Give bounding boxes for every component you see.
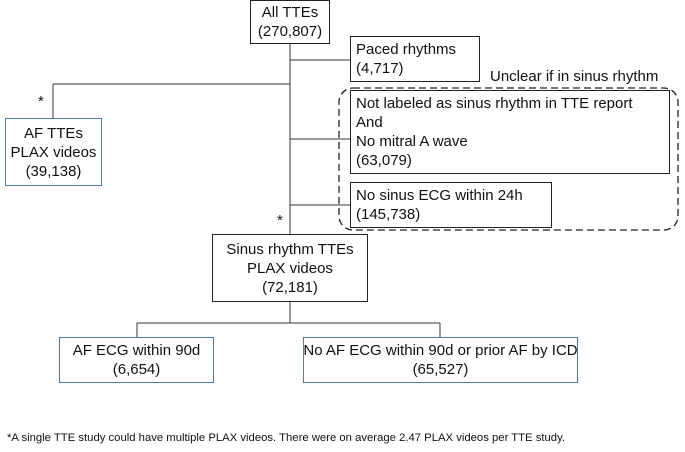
paced-rhythms-box: Paced rhythms (4,717)	[350, 36, 480, 82]
not-labeled-count: (63,079)	[356, 152, 412, 169]
af-ttes-title: AF TTEs	[24, 124, 83, 142]
all-ttes-count: (270,807)	[257, 23, 323, 40]
asterisk-sinus: *	[277, 212, 283, 229]
af-ttes-box: AF TTEs PLAX videos (39,138)	[5, 118, 102, 186]
all-ttes-title: All TTEs	[261, 4, 319, 21]
paced-rhythms-title: Paced rhythms	[356, 41, 457, 58]
no-sinus-ecg-count: (145,738)	[356, 206, 421, 223]
paced-rhythms-count: (4,717)	[356, 60, 404, 77]
no-af-ecg-count: (65,527)	[412, 361, 469, 378]
unclear-dashed-group	[338, 87, 679, 231]
sinus-rhythm-subtitle: PLAX videos	[247, 259, 333, 277]
af-ttes-subtitle: PLAX videos	[10, 143, 97, 161]
no-sinus-ecg-box: No sinus ECG within 24h (145,738)	[350, 182, 552, 228]
no-af-ecg-title: No AF ECG within 90d or prior AF by ICD	[303, 342, 578, 359]
not-labeled-line2: And	[356, 114, 383, 131]
af-ecg-count: (6,654)	[112, 361, 161, 378]
not-labeled-line3: No mitral A wave	[356, 133, 468, 150]
sinus-rhythm-box: Sinus rhythm TTEs PLAX videos (72,181)	[212, 234, 368, 302]
sinus-rhythm-title: Sinus rhythm TTEs	[226, 240, 354, 258]
no-sinus-ecg-title: No sinus ECG within 24h	[356, 187, 523, 204]
asterisk-af: *	[38, 93, 44, 110]
not-labeled-box: Not labeled as sinus rhythm in TTE repor…	[350, 90, 670, 174]
af-ecg-title: AF ECG within 90d	[72, 342, 201, 359]
unclear-sinus-label: Unclear if in sinus rhythm	[490, 68, 659, 85]
all-ttes-box: All TTEs (270,807)	[250, 0, 330, 44]
footnote: *A single TTE study could have multiple …	[7, 432, 566, 444]
not-labeled-line1: Not labeled as sinus rhythm in TTE repor…	[356, 95, 633, 112]
no-af-ecg-box: No AF ECG within 90d or prior AF by ICD …	[303, 337, 578, 383]
sinus-rhythm-count: (72,181)	[262, 278, 318, 296]
af-ecg-box: AF ECG within 90d (6,654)	[59, 337, 214, 383]
af-ttes-count: (39,138)	[25, 162, 82, 180]
